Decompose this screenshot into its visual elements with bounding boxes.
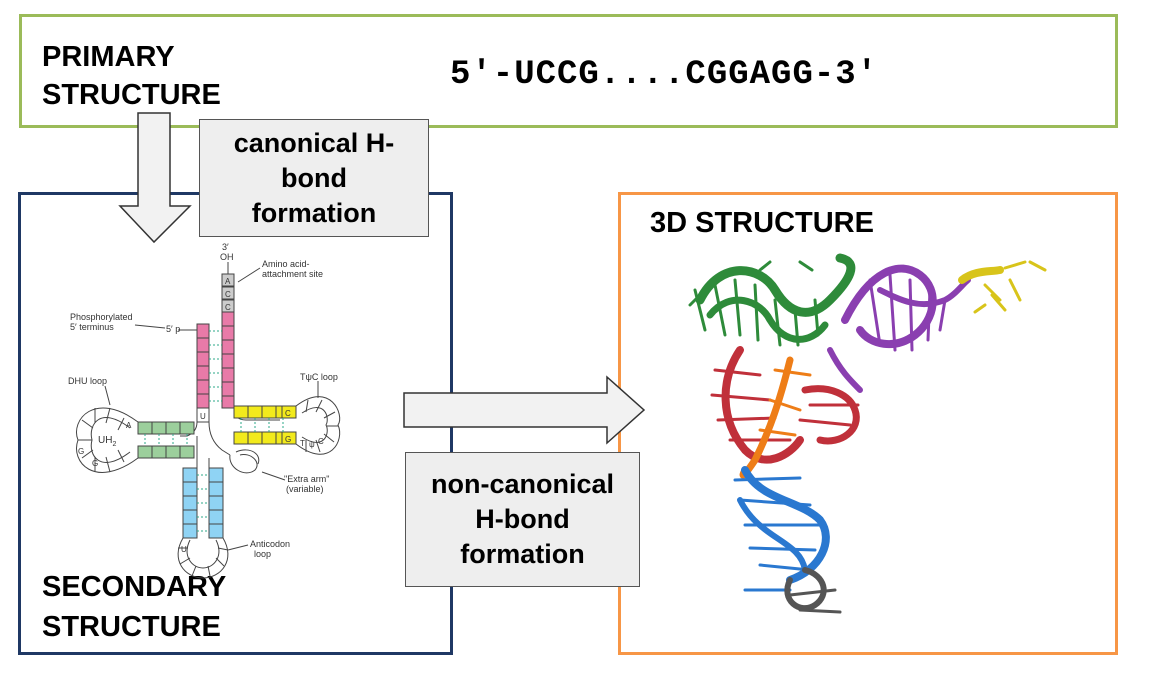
base-g-dhu2: G	[92, 459, 98, 468]
canonical-line3: formation	[251, 197, 377, 228]
label-3prime: 3′	[222, 242, 229, 252]
tertiary-structure-title: 3D STRUCTURE	[650, 207, 874, 239]
base-c-loop: C	[318, 437, 324, 446]
noncanonical-line3: formation	[460, 539, 585, 569]
label-tpsic-loop: TψC loop	[300, 372, 338, 382]
secondary-structure-title-line2: STRUCTURE	[42, 611, 221, 643]
label-anticodon-2: loop	[254, 549, 271, 559]
base-g-tpsi: G	[285, 435, 291, 444]
secondary-structure-title-line1: SECONDARY	[42, 571, 227, 603]
base-c1: C	[225, 290, 231, 299]
primary-structure-title-line2: STRUCTURE	[42, 79, 221, 111]
label-amino-site-2: attachment site	[262, 269, 323, 279]
canonical-hbond-label: canonical H- bond formation	[199, 119, 429, 237]
label-5p: 5′ p	[166, 324, 180, 334]
primary-structure-title-line1: PRIMARY	[42, 41, 175, 73]
primary-structure-box	[19, 14, 1118, 128]
base-t: T	[300, 439, 305, 448]
base-u-stem: U	[200, 412, 206, 421]
base-psi: ψ	[309, 440, 315, 449]
label-uh2: UH2	[98, 435, 116, 448]
base-u-anti: U	[181, 545, 187, 554]
label-phospho-1: Phosphorylated	[70, 312, 133, 322]
rna-sequence: 5'-UCCG....CGGAGG-3'	[450, 56, 879, 94]
noncanonical-line2: H-bond	[475, 504, 570, 534]
down-arrow	[118, 112, 192, 244]
base-g-dhu1: G	[78, 447, 84, 456]
base-a: A	[225, 277, 231, 286]
label-oh: OH	[220, 252, 234, 262]
trna-labels: 3′ OH Amino acid- attachment site Phosph…	[68, 242, 338, 559]
label-phospho-2: 5′ terminus	[70, 322, 114, 332]
canonical-line2: bond	[281, 162, 347, 193]
trna-3d-model	[688, 253, 1047, 614]
label-amino-site-1: Amino acid-	[262, 259, 310, 269]
trna-cloverleaf	[76, 262, 341, 579]
label-anticodon-1: Anticodon	[250, 539, 290, 549]
base-c2: C	[225, 303, 231, 312]
noncanonical-hbond-label: non-canonical H-bond formation	[405, 452, 640, 587]
label-extra-arm-1: "Extra arm"	[284, 474, 329, 484]
label-dhu-loop: DHU loop	[68, 376, 107, 386]
base-a-dhu: A	[126, 421, 132, 430]
right-arrow	[403, 375, 646, 445]
noncanonical-line1: non-canonical	[430, 469, 614, 499]
base-c-tpsi: C	[285, 409, 291, 418]
label-extra-arm-2: (variable)	[286, 484, 324, 494]
canonical-line1: canonical H-	[233, 127, 395, 158]
